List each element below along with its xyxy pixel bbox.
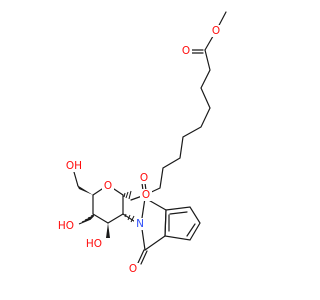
atom-ch2oh: OH — [66, 160, 82, 172]
bond-benzene-inner-1 — [169, 211, 188, 215]
bond-benzene-inner-2 — [186, 223, 196, 237]
atom-oh-c3: HO — [86, 238, 102, 250]
structure-diagram: O O O O OH HO HO N O O — [56, 11, 227, 275]
atom-ring-o: O — [104, 180, 112, 192]
bond-alkyl-chain — [144, 49, 211, 196]
atom-ester-o: O — [212, 25, 220, 37]
hash-c2-n — [124, 213, 135, 223]
bond-c4-c3 — [92, 213, 109, 224]
bond-c3-c2 — [107, 213, 124, 224]
atom-nitrogen: N — [136, 218, 144, 230]
hash-c4-oh — [78, 214, 95, 225]
stereo-bonds — [77, 185, 135, 238]
hash-c1-o — [123, 190, 132, 200]
wedge-c5-c6 — [77, 185, 93, 195]
bond-n-c-top — [141, 197, 146, 219]
atom-imide-o-bottom: O — [129, 263, 137, 275]
bond-ar-c-bottom — [144, 235, 166, 251]
atom-labels: O O O O OH HO HO N O O — [56, 25, 222, 275]
bonds — [73, 11, 227, 265]
atom-imide-o-top: O — [140, 172, 148, 184]
bond-c6-oh — [73, 171, 79, 187]
bond-benzene-ring — [164, 206, 201, 241]
bond-imide-co-bottom-2 — [140, 250, 148, 265]
wedge-c3-oh — [106, 223, 110, 238]
atom-ester-carbonyl-o: O — [182, 45, 190, 57]
atom-glycosidic-o: O — [142, 189, 150, 201]
bond-c-bottom-n — [141, 228, 146, 251]
bond-imide-co-bottom-1 — [137, 249, 145, 264]
atom-oh-c4: HO — [58, 220, 74, 232]
